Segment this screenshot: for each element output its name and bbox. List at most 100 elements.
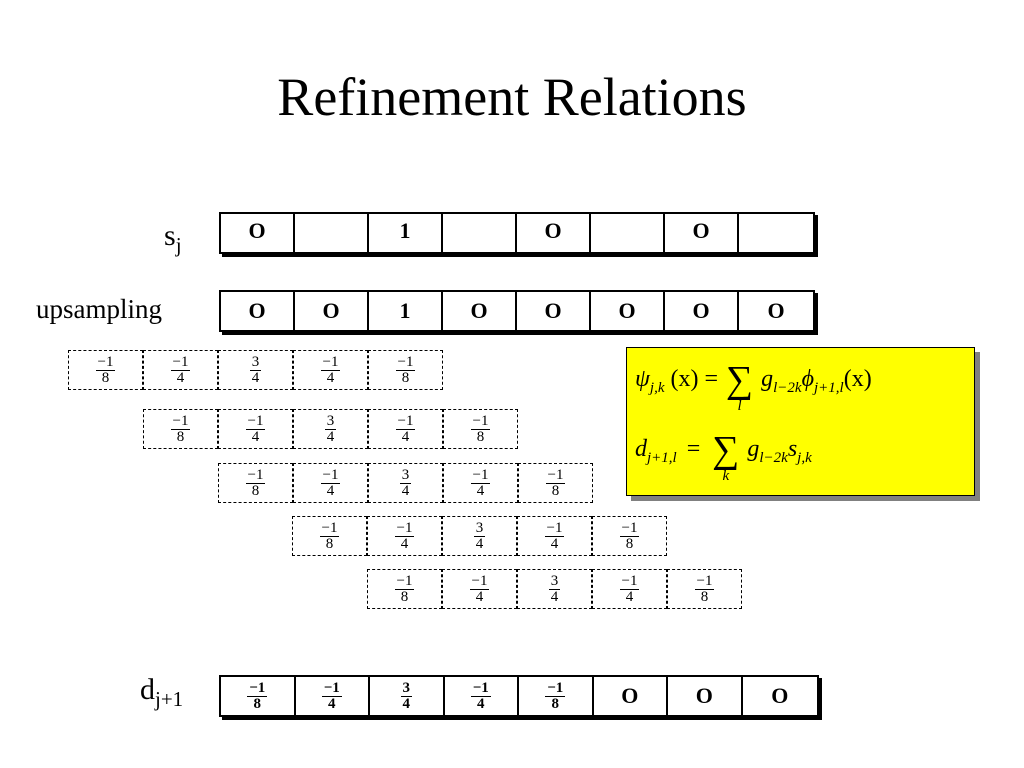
fraction-denominator: 4 [550,588,559,605]
fraction-denominator: 8 [251,482,260,499]
sum-limit: l [737,398,742,414]
sequence-cell: O [443,292,517,330]
fraction-numerator: 3 [473,519,486,537]
fraction-numerator: −1 [394,519,415,537]
sequence-cell: O [517,292,591,330]
fraction-denominator: 4 [401,428,410,445]
fraction-denominator: 8 [400,588,409,605]
fraction-denominator: 4 [475,535,484,552]
fraction-numerator: 3 [548,572,561,590]
sequence-cell: O [665,214,739,252]
fraction-numerator: −1 [245,412,266,430]
phi-sub: j+1,l [813,379,844,396]
fraction-numerator: −1 [470,412,491,430]
fraction-denominator: 8 [101,369,110,386]
sj-label-main: s [164,219,176,252]
d-sub: j+1,l [647,449,677,466]
d-symbol: d [635,436,647,462]
fraction-numerator: −1 [469,572,490,590]
fraction-denominator: 8 [253,695,262,712]
g2-sub: l−2k [759,449,788,466]
sequence-cell [295,214,369,252]
fraction-denominator: 4 [402,695,411,712]
s-symbol: s [787,436,798,462]
fraction-numerator: −1 [170,353,191,371]
fraction-numerator: −1 [619,572,640,590]
fraction-numerator: −1 [694,572,715,590]
fraction-numerator: −1 [245,466,266,484]
fraction-numerator: −1 [319,519,340,537]
fraction-numerator: −1 [395,412,416,430]
fraction-denominator: 4 [625,588,634,605]
fraction-denominator: 4 [400,535,409,552]
fraction-denominator: 4 [326,428,335,445]
fraction-denominator: 4 [550,535,559,552]
s-sub: j,k [797,449,812,466]
fraction-denominator: 4 [328,695,336,712]
eq-sign: = [686,436,701,462]
phi-symbol: ϕ [801,366,814,392]
fraction-numerator: −1 [394,572,415,590]
fraction-numerator: −1 [545,679,566,697]
fraction-numerator: −1 [395,353,416,371]
upsampling-label: upsampling [36,294,162,324]
fraction-numerator: −1 [470,679,491,697]
sum2-symbol: ∑k [712,428,739,484]
fraction-numerator: −1 [470,466,491,484]
fraction-denominator: 8 [551,695,560,712]
g-sub: l−2k [773,379,802,396]
sequence-cell [739,214,813,252]
sequence-cell: O [221,292,295,330]
fraction-denominator: 8 [176,428,185,445]
fraction-denominator: 8 [625,535,634,552]
g2-symbol: g [747,436,760,462]
sequence-cell: O [221,214,295,252]
sequence-cell [443,214,517,252]
sequence-cell: O [767,298,785,323]
sum2-limit: k [722,468,730,484]
sequence-cell: O [517,214,591,252]
fraction-denominator: 8 [700,588,709,605]
arg2-text: (x) [843,366,872,392]
fraction-numerator: 3 [400,679,412,697]
